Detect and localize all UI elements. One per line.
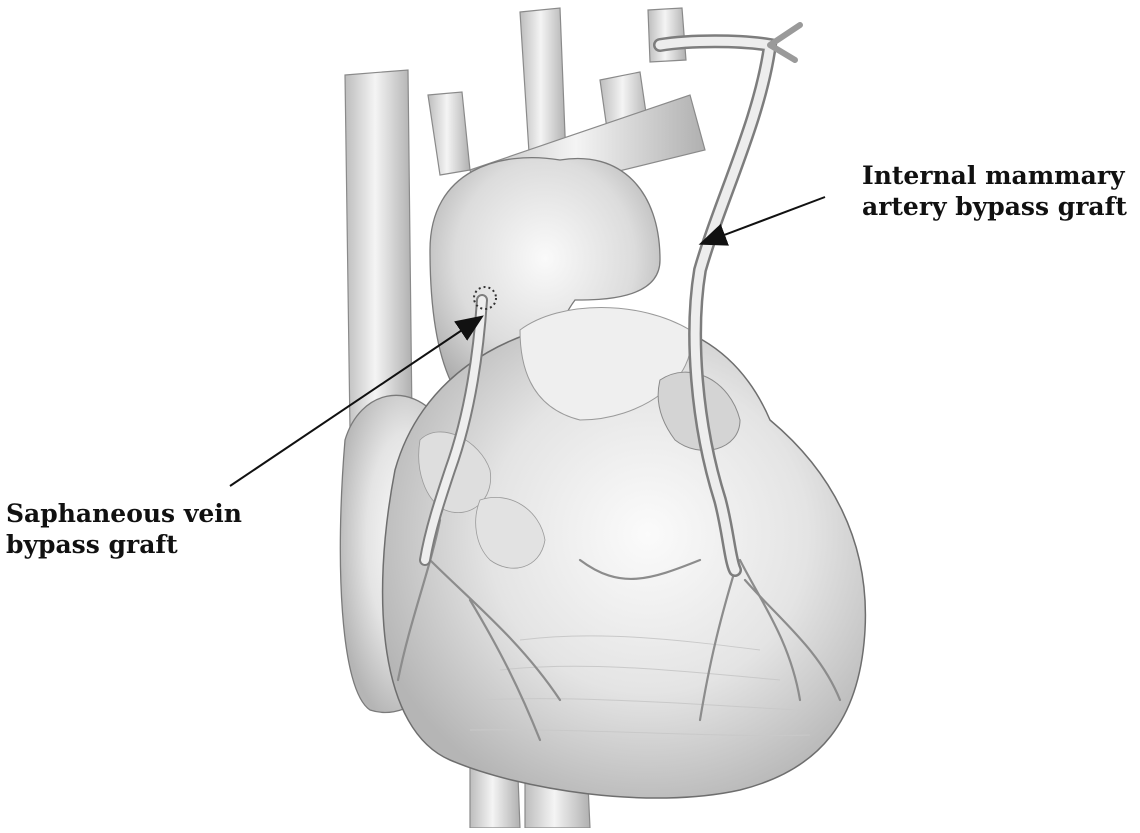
label-internal-mammary-line1: Internal mammary: [862, 160, 1127, 191]
heart-ventricles: [383, 308, 866, 799]
label-saphaneous-line2: bypass graft: [6, 529, 242, 560]
label-saphaneous-line1: Saphaneous vein: [6, 498, 242, 529]
label-saphaneous-vein-graft: Saphaneous vein bypass graft: [6, 498, 242, 560]
superior-vena-cava: [345, 70, 412, 430]
label-internal-mammary-line2: artery bypass graft: [862, 191, 1127, 222]
label-internal-mammary-graft: Internal mammary artery bypass graft: [862, 160, 1127, 222]
